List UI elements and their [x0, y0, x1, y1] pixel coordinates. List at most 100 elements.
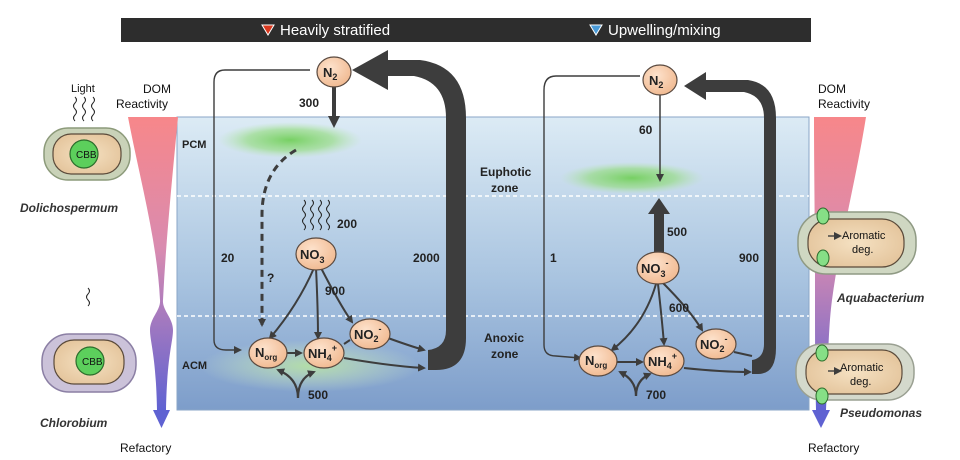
flux-label-60: 60 — [639, 123, 653, 137]
flow-900-return — [684, 72, 776, 374]
aquabacterium-cell: Aromatic deg. — [797, 207, 917, 275]
svg-text:NO3-: NO3- — [641, 258, 669, 279]
cbb-icon — [75, 346, 105, 376]
flux-label-500-stratified: 500 — [308, 388, 328, 402]
deg-label: deg. — [852, 244, 873, 256]
node-norg-upwelling: Norg — [578, 345, 618, 377]
svg-text:NH4+: NH4+ — [308, 343, 337, 363]
deg-label: deg. — [850, 376, 871, 388]
left-reactivity-label: Reactivity — [116, 97, 168, 111]
transporter-icon — [816, 249, 830, 267]
flow-n2-loop-upwelling — [543, 75, 640, 362]
light-wave-icon — [302, 199, 306, 231]
transporter-icon — [816, 207, 830, 225]
anoxic-zone-label-2: zone — [491, 347, 519, 361]
flux-label-900-stratified: 900 — [325, 284, 345, 298]
left-dom-label: DOM — [143, 82, 171, 96]
transporter-icon — [815, 387, 829, 405]
flux-label-700: 700 — [646, 388, 666, 402]
header-upwelling-title: Upwelling/mixing — [608, 22, 721, 39]
flux-label-200: 200 — [337, 217, 357, 231]
flux-label-600: 600 — [669, 301, 689, 315]
svg-text:NO2-: NO2- — [700, 334, 728, 354]
light-wave-icon — [326, 199, 330, 231]
right-dom-arrowhead — [812, 410, 830, 428]
node-n2-stratified: N2 — [316, 56, 352, 88]
svg-text:N2: N2 — [649, 73, 663, 90]
flow-nh4-to-sink-upwelling — [683, 367, 752, 376]
flow-no3-to-no2-upwelling — [661, 281, 704, 332]
node-nh4-stratified: NH4+ — [303, 337, 345, 369]
right-reactivity-label: Reactivity — [818, 97, 870, 111]
pcm-bloom — [218, 122, 362, 158]
node-nh4-upwelling: NH4+ — [643, 345, 685, 377]
dolichospermum-cell: CBB — [43, 127, 131, 181]
right-dom-gradient — [814, 117, 866, 410]
stratified-marker-icon — [261, 24, 275, 36]
node-no2-upwelling: NO2- — [695, 328, 737, 360]
light-wave-icon — [91, 96, 95, 122]
cbb-icon — [69, 139, 99, 169]
node-no2-stratified: NO2- — [349, 318, 391, 350]
chlorobium-cell: CBB — [41, 333, 137, 393]
header-stratified-title: Heavily stratified — [280, 22, 390, 39]
flux-label-900-upwelling: 900 — [739, 251, 759, 265]
flow-no2-to-sink — [387, 337, 426, 353]
cbb-label: CBB — [76, 150, 97, 161]
left-refactory-label: Refactory — [120, 441, 171, 455]
anoxic-zone-label: Anoxic — [484, 331, 524, 345]
left-dom-gradient — [128, 117, 178, 410]
pcm-label: PCM — [182, 139, 206, 151]
flow-no3-to-nh4 — [313, 267, 322, 340]
flow-nh4-to-no2 — [343, 339, 351, 345]
organism-pseudomonas: Pseudomonas — [840, 406, 922, 420]
node-no3-stratified: NO3 — [295, 237, 337, 271]
flow-no3-to-norg — [268, 267, 315, 340]
svg-text:Norg: Norg — [585, 353, 607, 370]
light-label: Light — [71, 83, 95, 95]
header-bar — [121, 18, 811, 42]
aromatic-label: Aromatic — [842, 230, 886, 242]
euphotic-zone-label-2: zone — [491, 181, 519, 195]
node-norg-stratified: Norg — [248, 337, 288, 369]
flow-no2-to-sink-upwelling — [733, 351, 753, 357]
flow-n2-loop-left — [213, 69, 310, 354]
svg-text:Norg: Norg — [255, 345, 277, 362]
flow-700-recycle-right — [634, 372, 652, 397]
upwelling-marker-icon — [589, 24, 603, 36]
right-dom-label: DOM — [818, 82, 846, 96]
transporter-icon — [815, 344, 829, 362]
flow-no3-to-norg-upwelling — [610, 283, 657, 352]
flow-500-recycle-right — [296, 370, 316, 399]
cbb-label: CBB — [82, 357, 103, 368]
node-no3-upwelling: NO3- — [636, 251, 680, 285]
svg-text:N2: N2 — [323, 65, 337, 82]
svg-text:NO2-: NO2- — [354, 324, 382, 344]
organism-dolichospermum: Dolichospermum — [20, 201, 118, 215]
flux-label-unknown: ? — [267, 271, 274, 285]
euphotic-zone-label: Euphotic — [480, 165, 532, 179]
right-refactory-label: Refactory — [808, 441, 859, 455]
upwelling-bloom — [560, 162, 704, 194]
organism-chlorobium: Chlorobium — [40, 416, 108, 430]
aromatic-label: Aromatic — [840, 362, 884, 374]
flux-label-300: 300 — [299, 96, 319, 110]
node-n2-upwelling: N2 — [642, 64, 678, 96]
flux-label-500-upwelling: 500 — [667, 225, 687, 239]
flow-nh4-to-sink — [343, 357, 426, 372]
svg-text:NH4+: NH4+ — [648, 351, 677, 371]
light-wave-icon — [82, 96, 86, 122]
flow-no3-to-no2 — [319, 265, 354, 324]
light-wave-icon — [318, 199, 322, 231]
flow-no3-to-nh4-upwelling — [657, 283, 668, 346]
flow-no3-up-upwelling — [648, 198, 670, 252]
flux-label-1: 1 — [550, 251, 557, 265]
light-wave-icon — [73, 96, 77, 122]
acm-label: ACM — [182, 360, 207, 372]
flux-label-2000: 2000 — [413, 251, 440, 265]
organism-aquabacterium: Aquabacterium — [836, 291, 925, 305]
flow-dashed-pcm-to-norg — [258, 148, 297, 327]
left-dom-arrowhead — [153, 410, 170, 428]
